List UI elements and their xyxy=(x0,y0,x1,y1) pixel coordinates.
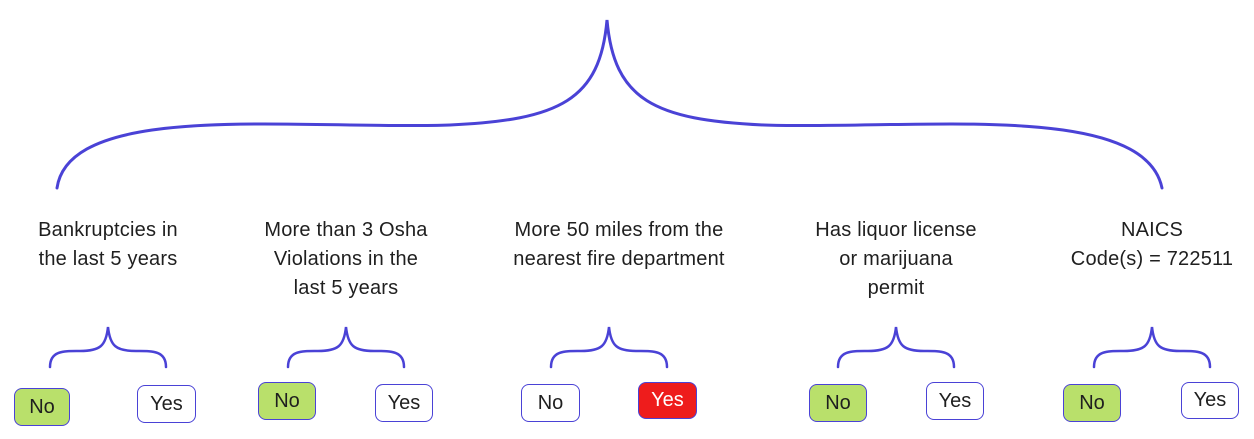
sub-brace-3 xyxy=(549,326,669,369)
criterion-label-liquor-marijuana-permit: Has liquor license or marijuana permit xyxy=(815,219,977,299)
criterion-label-fire-department-distance: More 50 miles from the nearest fire depa… xyxy=(513,219,725,270)
option-no-osha-violations[interactable]: No xyxy=(258,382,316,420)
option-yes-naics-code[interactable]: Yes xyxy=(1181,382,1239,419)
sub-brace-5 xyxy=(1092,326,1212,369)
option-no-naics-code[interactable]: No xyxy=(1063,384,1121,422)
option-yes-osha-violations[interactable]: Yes xyxy=(375,384,433,422)
main-brace xyxy=(55,19,1164,190)
option-yes-fire-department-distance[interactable]: Yes xyxy=(638,382,697,419)
option-no-fire-department-distance[interactable]: No xyxy=(521,384,580,422)
criterion-label-osha-violations: More than 3 Osha Violations in the last … xyxy=(264,219,428,299)
option-no-liquor-marijuana-permit[interactable]: No xyxy=(809,384,867,422)
option-yes-liquor-marijuana-permit[interactable]: Yes xyxy=(926,382,984,420)
sub-brace-2 xyxy=(286,326,406,369)
option-no-bankruptcies[interactable]: No xyxy=(14,388,70,426)
option-yes-bankruptcies[interactable]: Yes xyxy=(137,385,196,423)
sub-brace-4 xyxy=(836,326,956,369)
criterion-label-naics-code: NAICS Code(s) = 722511 xyxy=(1070,219,1234,270)
criterion-label-bankruptcies: Bankruptcies in the last 5 years xyxy=(38,219,178,270)
sub-brace-1 xyxy=(48,326,168,369)
